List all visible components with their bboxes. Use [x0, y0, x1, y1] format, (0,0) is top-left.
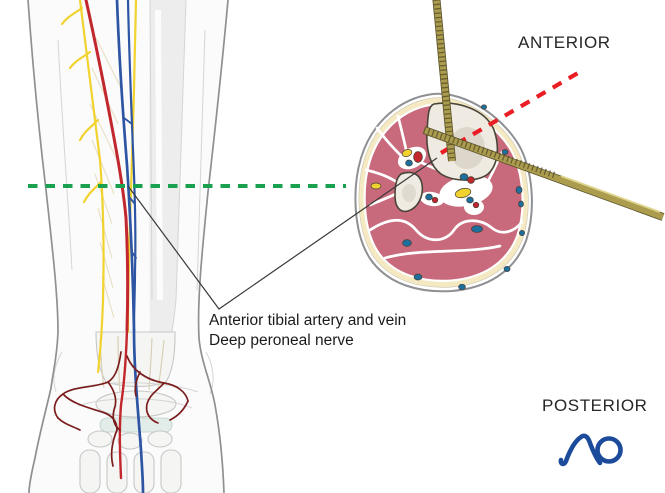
- k-wire-oblique: [422, 126, 665, 221]
- neurovascular-bundles: [370, 104, 525, 291]
- leg-anterior-view-illustration: [27, 0, 229, 493]
- tibia-cross-section-illustration: [354, 92, 533, 293]
- anterior-direction-line: [439, 68, 585, 155]
- anterior-label: ANTERIOR: [518, 33, 611, 52]
- annotation-line2: Deep peroneal nerve: [209, 332, 354, 349]
- annotation-label: Anterior tibial artery and vein Deep per…: [209, 311, 406, 351]
- ao-logo: [558, 433, 623, 467]
- annotation-leader-lines: [127, 157, 438, 310]
- k-wire-vertical: [432, 0, 456, 162]
- malleolar-artery-network: [53, 351, 189, 467]
- annotation-line1: Anterior tibial artery and vein: [209, 312, 407, 329]
- posterior-label: POSTERIOR: [542, 396, 648, 415]
- anterior-tibial-artery: [84, 0, 130, 480]
